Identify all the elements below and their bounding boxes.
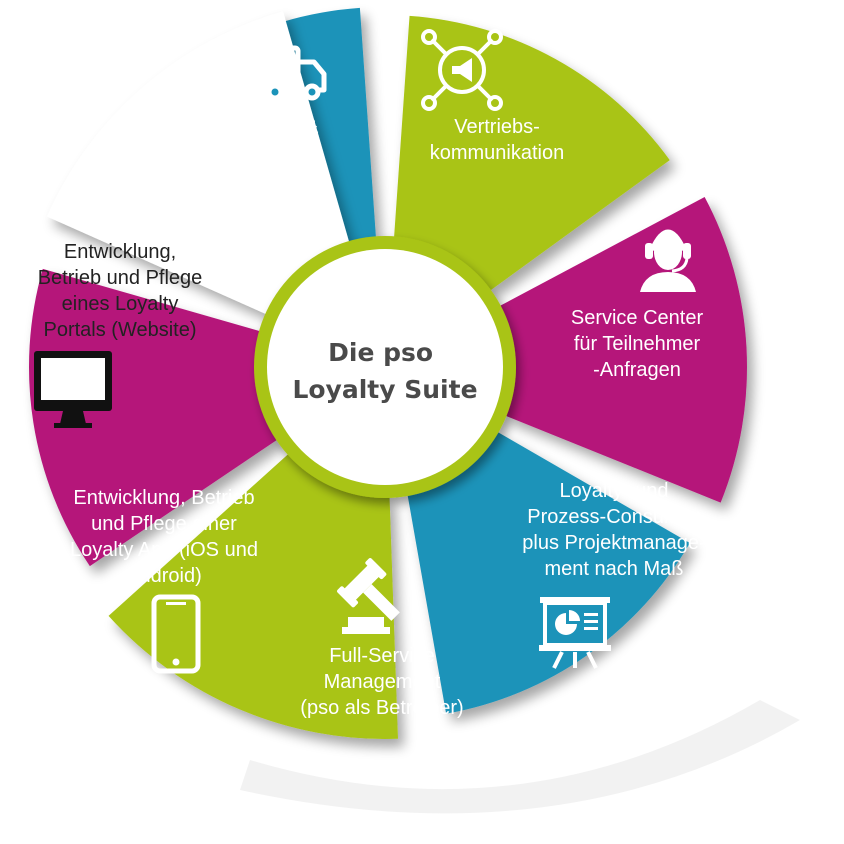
center-title-line-2: Loyalty Suite <box>292 375 477 404</box>
segment-app-line-3: Loyalty App (iOS und <box>70 539 258 561</box>
center-title-line-1: Die pso <box>328 338 433 367</box>
segment-consulting-shape <box>407 431 690 714</box>
segment-consulting-line-1: Loyalty- und <box>560 480 669 502</box>
segment-portal-line-3: eines Loyalty <box>62 293 179 315</box>
segment-service-label: Service Center für Teilnehmer -Anfragen <box>571 307 704 381</box>
floor-shadow <box>240 700 800 814</box>
gavel-icon <box>337 558 400 634</box>
segment-vertrieb-line-1: Vertriebs- <box>454 116 540 138</box>
segment-praemienshop-label: Prämienshop & Prämien-management <box>182 116 319 190</box>
segment-app <box>28 268 279 567</box>
segment-portal-label: Entwicklung, Betrieb und Pflege eines Loya… <box>38 241 203 341</box>
segment-vertrieb-line-2: kommunikation <box>430 142 565 164</box>
segment-fullservice <box>108 452 398 739</box>
segment-service-line-3: -Anfragen <box>593 359 681 381</box>
segment-vertrieb-shape <box>393 15 670 292</box>
segment-consulting-line-2: Prozess-Consulting <box>527 506 700 528</box>
segment-app-shape <box>28 268 279 567</box>
segment-service-line-2: für Teilnehmer <box>574 333 701 355</box>
segment-praemienshop-line-1: Prämienshop & <box>182 116 319 138</box>
segment-fullservice-shape <box>108 452 398 739</box>
segment-app-line-4: Android) <box>126 565 202 587</box>
smartphone-icon <box>151 594 201 674</box>
segment-app-line-1: Entwicklung, Betrieb <box>73 487 254 509</box>
segment-fullservice-line-3: (pso als Betreiber) <box>300 697 463 719</box>
segment-app-line-2: und Pflege einer <box>91 513 237 535</box>
segment-service <box>498 197 747 503</box>
segment-praemienshop-line-3: management <box>192 168 309 190</box>
segment-consulting <box>407 431 690 714</box>
segment-vertrieb <box>393 15 670 292</box>
segment-praemienshop-line-2: Prämien- <box>209 142 290 164</box>
delivery-truck-icon <box>241 45 327 101</box>
segment-consulting-line-3: plus Projektmanage- <box>522 532 705 554</box>
segment-fullservice-line-1: Full-Service <box>329 645 435 667</box>
center-hub <box>254 236 516 498</box>
segment-fullservice-line-2: Management <box>324 671 441 693</box>
center-disc <box>267 249 503 485</box>
center-title: Die pso Loyalty Suite <box>292 338 477 404</box>
segment-portal-line-2: Betrieb und Pflege <box>38 267 203 289</box>
segment-service-shape <box>498 197 747 503</box>
segment-portal-line-1: Entwicklung, <box>64 241 176 263</box>
headset-agent-icon <box>640 229 696 292</box>
segment-service-line-1: Service Center <box>571 307 704 329</box>
presentation-board-icon <box>539 597 611 669</box>
desktop-monitor-icon <box>34 351 112 428</box>
megaphone-network-icon <box>421 29 503 111</box>
segment-portal-line-4: Portals (Website) <box>43 319 196 341</box>
segment-vertrieb-label: Vertriebs-kommunikation <box>430 116 565 164</box>
segment-consulting-line-4: ment nach Maß <box>545 558 684 580</box>
